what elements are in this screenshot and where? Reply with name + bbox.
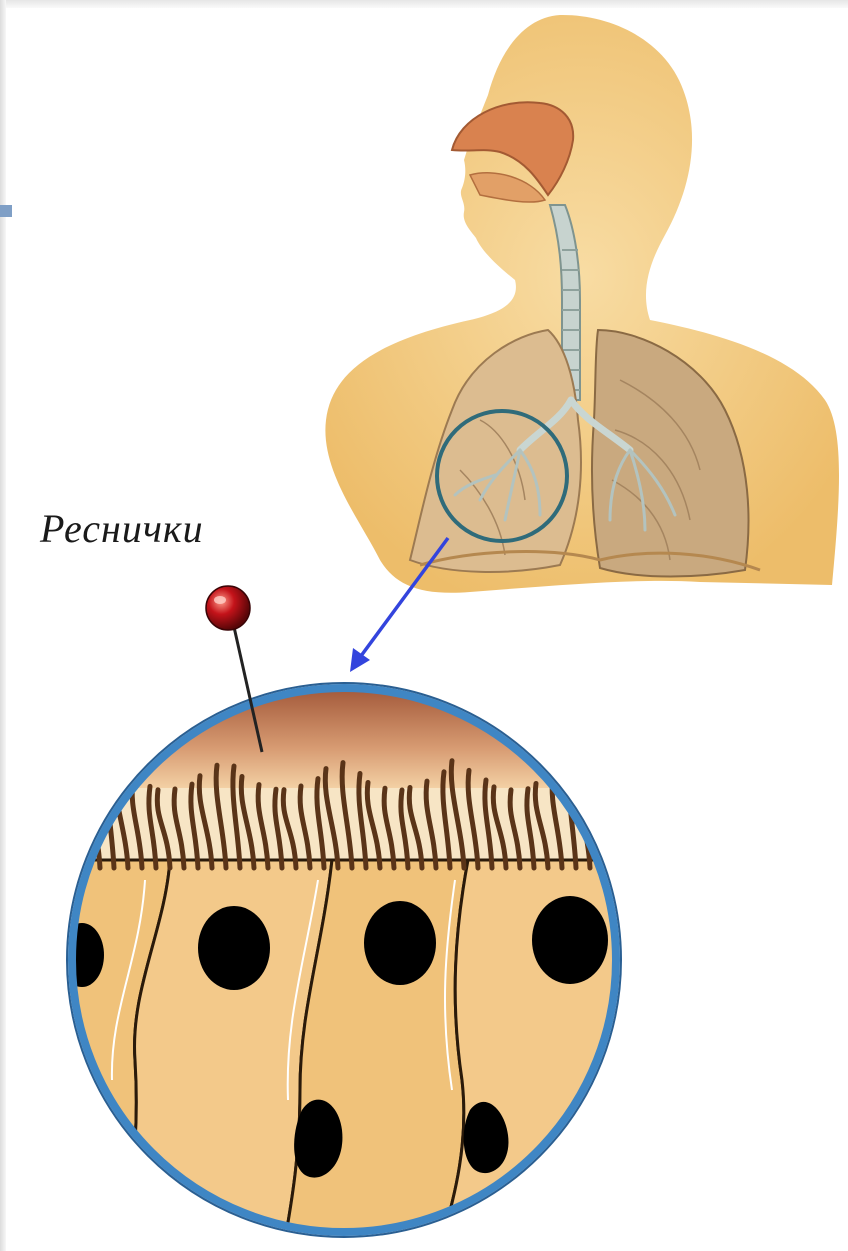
magnified-epithelium <box>60 680 640 1240</box>
nucleus <box>532 896 608 984</box>
cilium <box>65 788 72 868</box>
human-torso <box>325 15 839 593</box>
cilium <box>611 785 618 868</box>
cilium <box>73 782 86 868</box>
nucleus <box>198 906 270 990</box>
cilia-label: Реснички <box>40 505 204 552</box>
torso-silhouette <box>325 15 839 593</box>
nucleus <box>364 901 436 985</box>
